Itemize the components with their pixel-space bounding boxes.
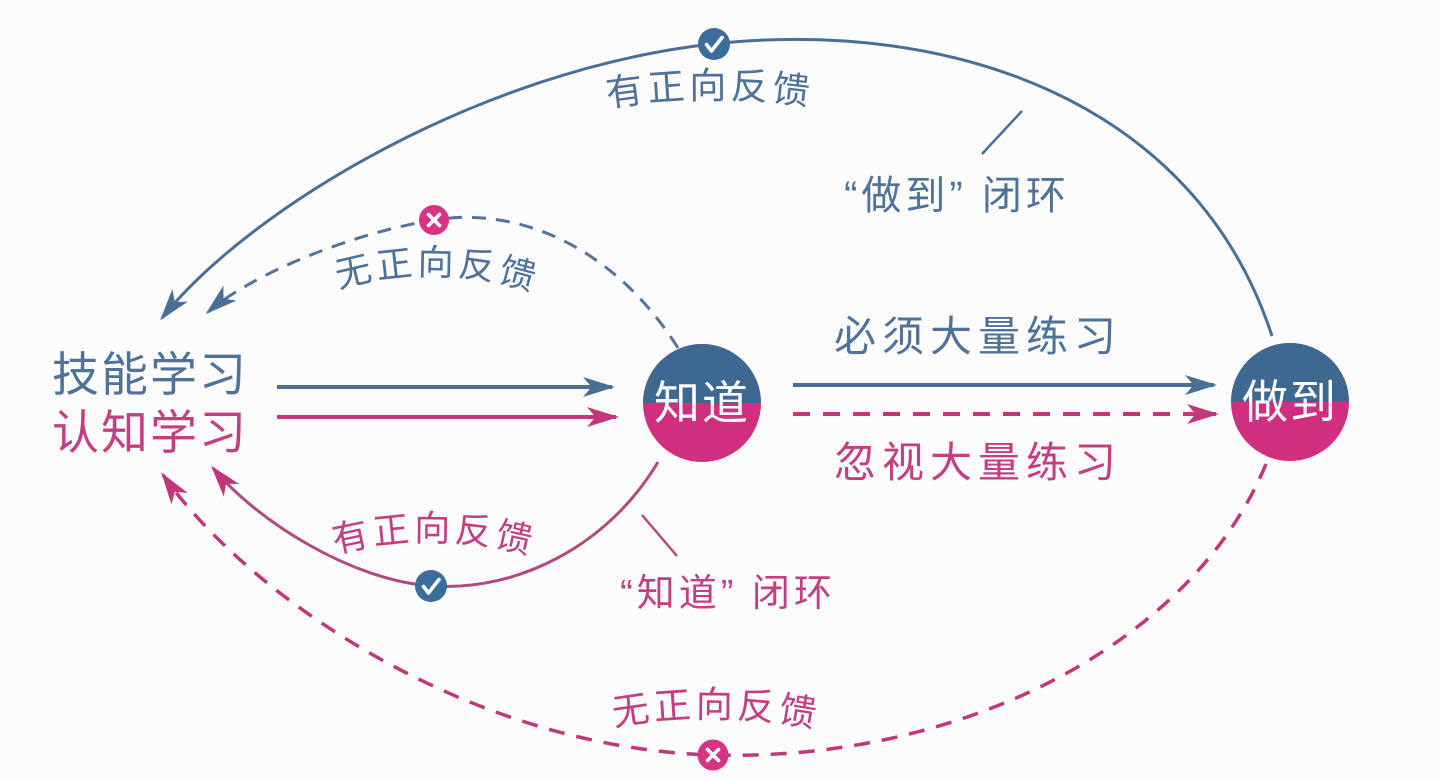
do-node: 做到 bbox=[1231, 343, 1349, 461]
cross-icon bbox=[419, 205, 449, 235]
skill-learning-label: 技能学习 bbox=[52, 348, 248, 401]
positive-feedback-top-label: 有正向反馈 bbox=[604, 65, 816, 114]
cross-icon bbox=[697, 739, 729, 771]
do-node-top-half bbox=[1231, 343, 1349, 402]
positive-feedback-lower-label: 有正向反馈 bbox=[328, 508, 540, 563]
no-feedback-bottom-arc bbox=[161, 463, 1268, 758]
check-icon bbox=[415, 570, 447, 602]
must-practice-label: 必须大量练习 bbox=[834, 313, 1122, 360]
ignore-practice-label: 忽视大量练习 bbox=[834, 439, 1122, 486]
know-node: 知道 bbox=[643, 344, 761, 462]
no-positive-feedback-bottom-label: 无正向反馈 bbox=[609, 684, 823, 735]
do-node-label: 做到 bbox=[1242, 376, 1338, 428]
cognitive-learning-label: 认知学习 bbox=[52, 406, 248, 459]
no-positive-feedback-upper-label: 无正向反馈 bbox=[331, 242, 544, 300]
check-icon bbox=[698, 28, 730, 60]
know-node-top-half bbox=[643, 344, 761, 403]
do-loop-label: “做到” 闭环 bbox=[844, 174, 1070, 218]
know-loop-label: “知道” 闭环 bbox=[620, 573, 836, 615]
know-node-label: 知道 bbox=[654, 377, 750, 429]
do-loop-callout-line bbox=[981, 110, 1023, 155]
know-loop-callout-line bbox=[641, 514, 678, 557]
